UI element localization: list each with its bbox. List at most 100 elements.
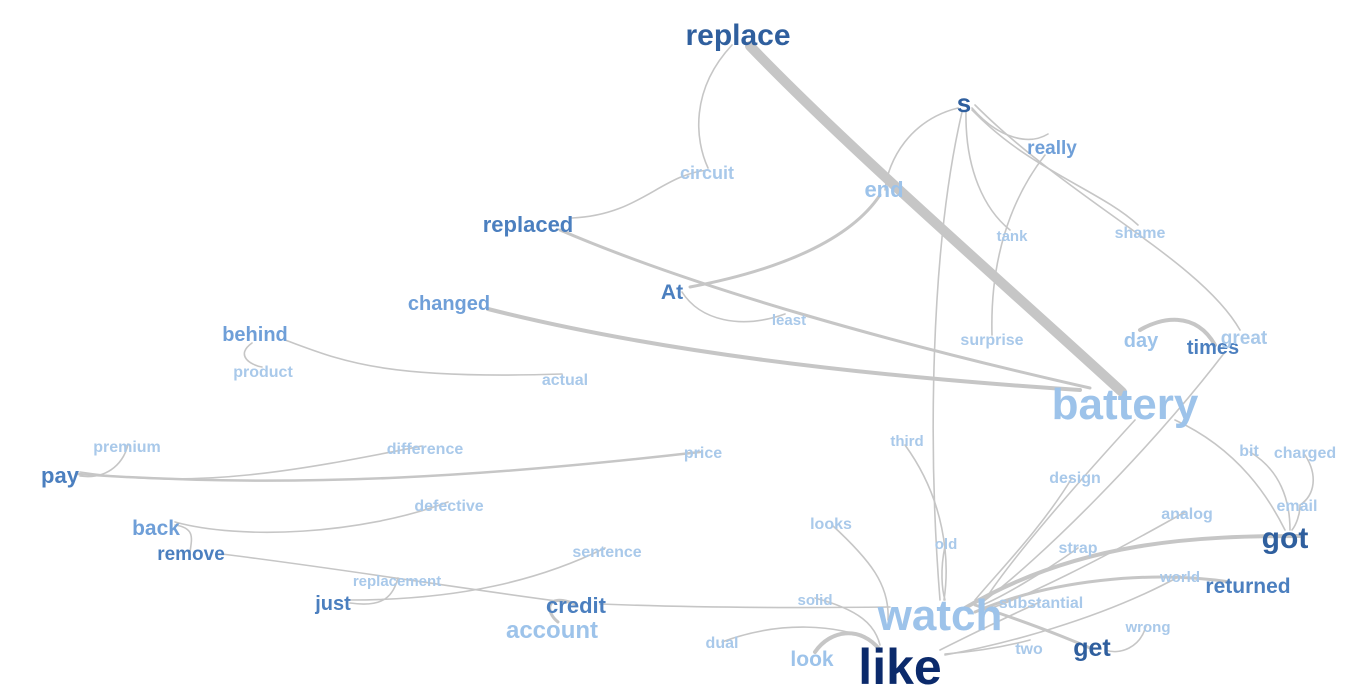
node-label-shame: shame (1115, 225, 1166, 242)
edge-back-defective (174, 501, 449, 534)
node-label-watch: watch (877, 591, 1003, 640)
edge-remove-credit (221, 553, 573, 604)
node-label-premium: premium (93, 439, 161, 456)
node-label-like: like (858, 639, 941, 686)
edge-strap-watch (979, 547, 1079, 607)
node-label-s: s (957, 88, 971, 118)
edge-watch-got (963, 534, 1302, 610)
edge-times-day (1138, 317, 1217, 347)
edge-at-end (688, 193, 882, 289)
node-label-strap: strap (1058, 540, 1097, 557)
node-label-back: back (132, 517, 180, 540)
edge-email-got (1291, 504, 1301, 531)
edge-battery-watch (984, 419, 1136, 601)
edge-s-really (971, 107, 1049, 141)
edge-dual-like (721, 626, 871, 643)
node-label-looks: looks (810, 516, 852, 533)
node-label-replacement: replacement (353, 573, 441, 590)
edge-replaced-circuit (571, 169, 709, 219)
edge-at-least (681, 291, 786, 323)
node-label-great: great (1221, 328, 1268, 349)
node-label-get: get (1073, 634, 1111, 662)
node-label-third: third (890, 433, 923, 450)
node-label-look: look (790, 648, 833, 671)
edge-really-surprise (991, 154, 1046, 336)
node-label-actual: actual (542, 372, 588, 389)
node-label-old: old (935, 536, 958, 553)
node-label-surprise: surprise (960, 332, 1023, 349)
edge-world-like (944, 575, 1181, 656)
edge-watch-returned (973, 575, 1232, 614)
edge-replaced-battery (558, 228, 1092, 390)
edge-battery-got (1174, 419, 1286, 531)
node-label-end: end (864, 177, 903, 202)
node-label-account: account (506, 617, 598, 644)
edge-s-tank (965, 111, 1011, 231)
node-label-price: price (684, 445, 722, 462)
node-label-charged: charged (1274, 445, 1336, 462)
node-label-two: two (1015, 641, 1043, 658)
node-label-analog: analog (1161, 506, 1213, 523)
edge-design-watch (974, 477, 1073, 601)
node-label-credit: credit (546, 593, 607, 618)
edge-changed-battery (486, 307, 1082, 392)
edge-s-watch (932, 111, 963, 601)
node-label-replace: replace (685, 19, 790, 52)
edge-replace-circuit (697, 44, 733, 169)
node-label-battery: battery (1052, 380, 1199, 429)
node-label-least: least (772, 312, 806, 329)
edge-analog-watch (984, 511, 1186, 611)
edge-behind-actual (284, 339, 563, 376)
edge-just-sentence (349, 547, 606, 601)
node-label-dual: dual (706, 635, 739, 652)
edge-replace-battery (745, 41, 1127, 397)
edge-pay-premium (79, 443, 129, 478)
node-label-tank: tank (997, 228, 1029, 245)
edge-pay-difference (79, 445, 423, 480)
node-label-substantial: substantial (999, 595, 1083, 612)
node-label-product: product (233, 364, 293, 381)
edge-behind-product (243, 342, 263, 368)
edge-back-remove (174, 524, 193, 553)
node-label-changed: changed (408, 293, 490, 315)
node-label-at: At (661, 281, 683, 304)
node-label-design: design (1049, 470, 1101, 487)
node-label-got: got (1262, 522, 1309, 555)
node-label-defective: defective (414, 498, 483, 515)
edge-looks-watch (831, 524, 889, 621)
edge-layer (76, 41, 1314, 656)
node-label-remove: remove (157, 544, 225, 565)
node-label-times: times (1187, 337, 1239, 359)
node-label-solid: solid (797, 592, 832, 609)
node-label-day: day (1124, 330, 1159, 352)
node-label-pay: pay (41, 463, 80, 488)
node-label-email: email (1277, 498, 1318, 515)
word-layer: replace s really circuit end replaced tank sham… (41, 19, 1336, 686)
node-label-behind: behind (222, 324, 288, 346)
edge-s-shame (971, 109, 1139, 226)
node-label-returned: returned (1205, 575, 1290, 598)
edge-old-watch (941, 545, 946, 601)
node-label-replaced: replaced (483, 212, 574, 237)
edge-times-watch (979, 351, 1226, 605)
node-label-circuit: circuit (680, 163, 734, 183)
edge-substantial-like (939, 601, 1041, 651)
edge-solid-like (814, 597, 881, 646)
edge-like-look (813, 631, 882, 654)
edge-watch-get (973, 603, 1092, 650)
node-label-difference: difference (387, 441, 464, 458)
node-label-really: really (1027, 138, 1077, 159)
node-label-world: world (1159, 569, 1200, 586)
edge-third-watch (904, 444, 947, 601)
edge-wrong-get (1104, 625, 1147, 653)
edge-s-end (884, 107, 959, 191)
edge-charged-email (1299, 454, 1314, 506)
node-label-sentence: sentence (572, 544, 641, 561)
edge-s-great (974, 104, 1241, 331)
node-label-bit: bit (1239, 443, 1259, 460)
edge-credit-account (548, 598, 577, 624)
node-label-wrong: wrong (1125, 619, 1171, 636)
edge-two-like (944, 639, 1031, 655)
